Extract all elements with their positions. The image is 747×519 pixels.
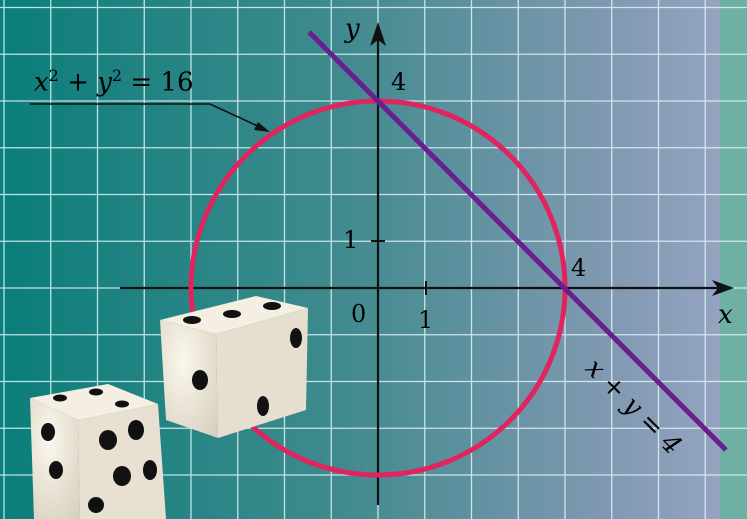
origin-label: 0 xyxy=(351,300,367,328)
eq-x: x xyxy=(34,67,49,98)
x-axis-arrow xyxy=(712,280,734,296)
y-axis-label: y xyxy=(345,14,360,44)
die-back xyxy=(160,296,308,438)
eq-x-exponent: 2 xyxy=(48,66,59,85)
x-axis-label: x xyxy=(718,300,733,330)
eq-y-exponent: 2 xyxy=(111,66,123,85)
equation-leader-arrowhead xyxy=(254,122,270,132)
eq-equals: = xyxy=(130,67,153,98)
eq-y: y xyxy=(97,67,112,98)
right-edge-strip xyxy=(720,0,747,519)
y-axis-arrow xyxy=(370,22,386,46)
line-curve xyxy=(307,30,728,452)
eq-plus: + xyxy=(67,67,89,98)
x-tick-label: 1 xyxy=(418,306,434,334)
eq-rhs: 16 xyxy=(160,67,194,98)
equation-leader-line xyxy=(30,103,263,129)
y-tick-label: 1 xyxy=(343,226,359,254)
die-front xyxy=(30,384,166,519)
y-intercept-label: 4 xyxy=(391,68,407,96)
circle-equation-label: x2 + y2 = 16 xyxy=(34,66,194,98)
x-intercept-label: 4 xyxy=(571,254,587,282)
